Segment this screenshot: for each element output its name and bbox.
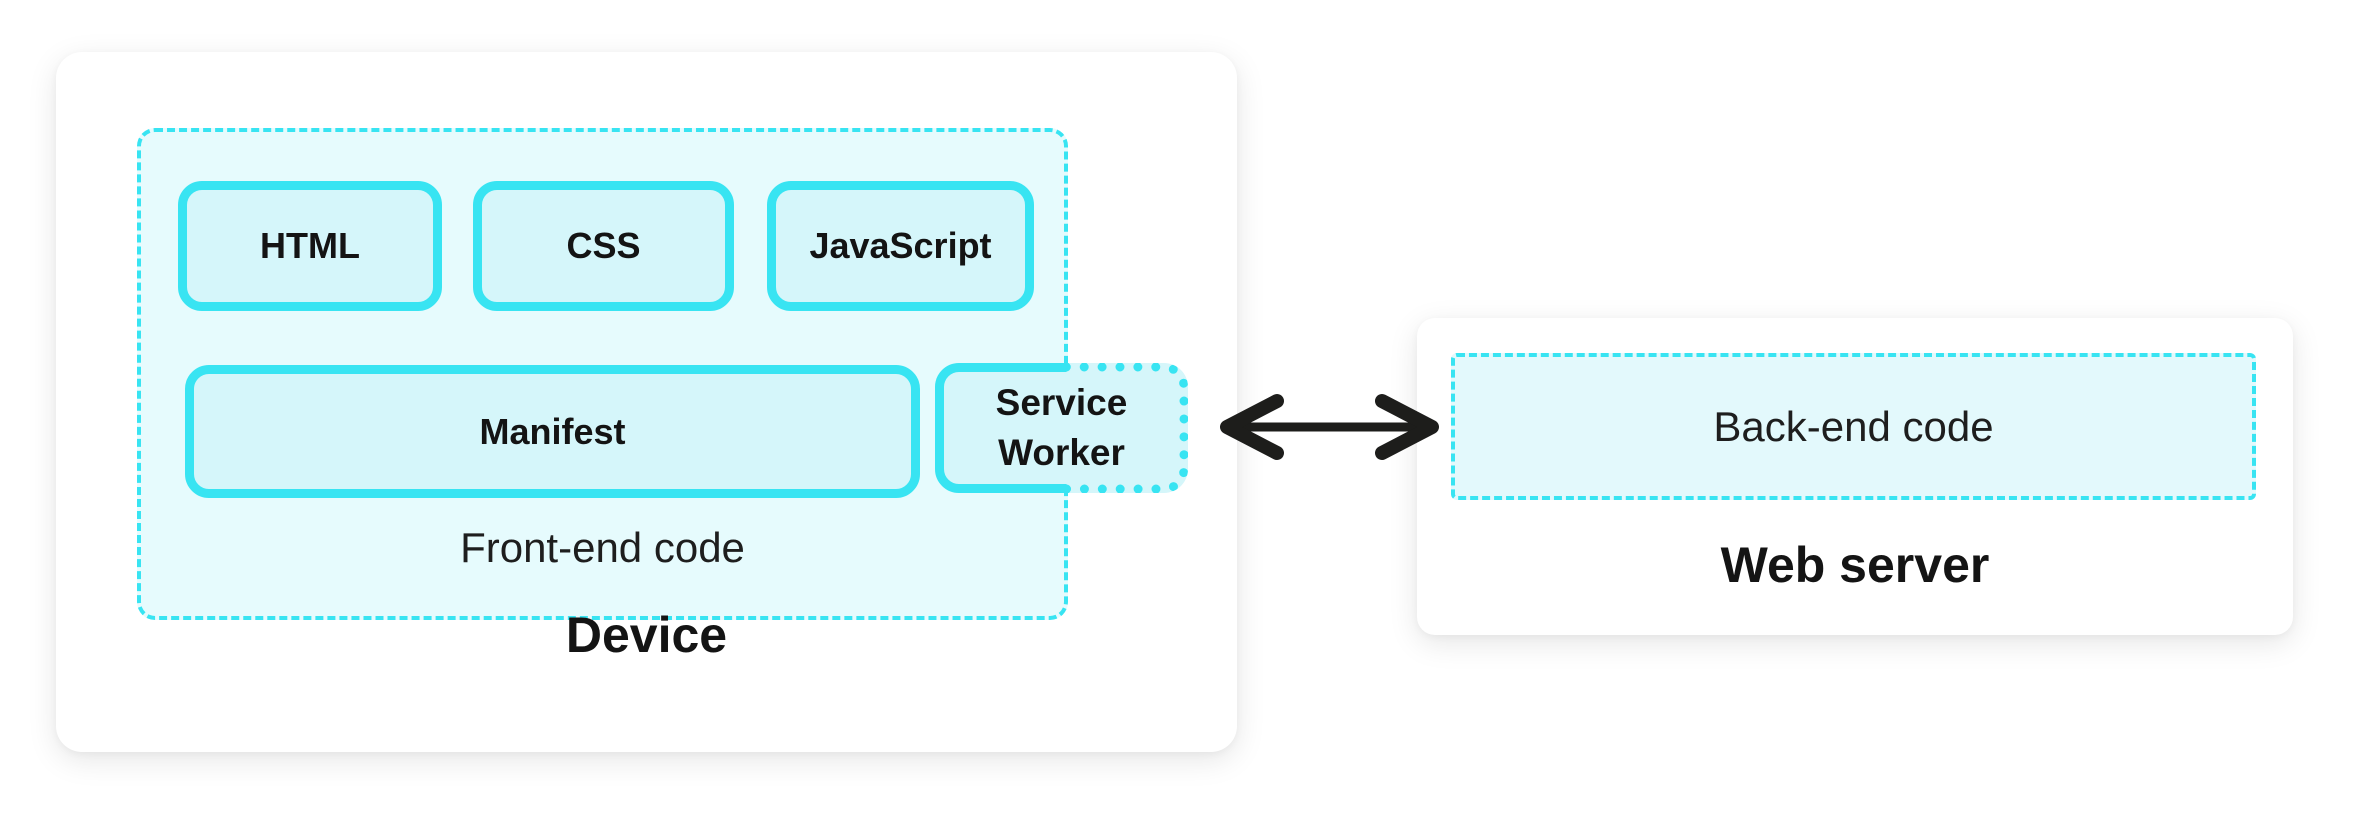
double-arrow-icon: [1220, 394, 1439, 460]
javascript-box: JavaScript: [767, 181, 1034, 311]
manifest-box-label: Manifest: [479, 410, 626, 452]
css-box: CSS: [473, 181, 734, 311]
html-box-label: HTML: [260, 225, 360, 266]
html-box: HTML: [178, 181, 442, 311]
backend-code-region: Back-end code: [1451, 353, 2256, 500]
service-worker-label: Service Worker: [995, 382, 1128, 473]
web-server-label: Web server: [1720, 537, 1990, 593]
frontend-code-region: HTML CSS JavaScript Manifest Service Wor…: [137, 128, 1188, 620]
javascript-box-label: JavaScript: [809, 225, 992, 266]
device-card: HTML CSS JavaScript Manifest Service Wor…: [56, 52, 1237, 752]
frontend-code-label: Front-end code: [460, 524, 745, 571]
manifest-box: Manifest: [185, 365, 920, 498]
device-label: Device: [565, 607, 728, 663]
backend-code-label: Back-end code: [1713, 402, 1994, 450]
css-box-label: CSS: [566, 225, 641, 266]
service-worker-box: Service Worker: [935, 363, 1188, 493]
web-server-card: Back-end code Web server: [1417, 318, 2293, 635]
